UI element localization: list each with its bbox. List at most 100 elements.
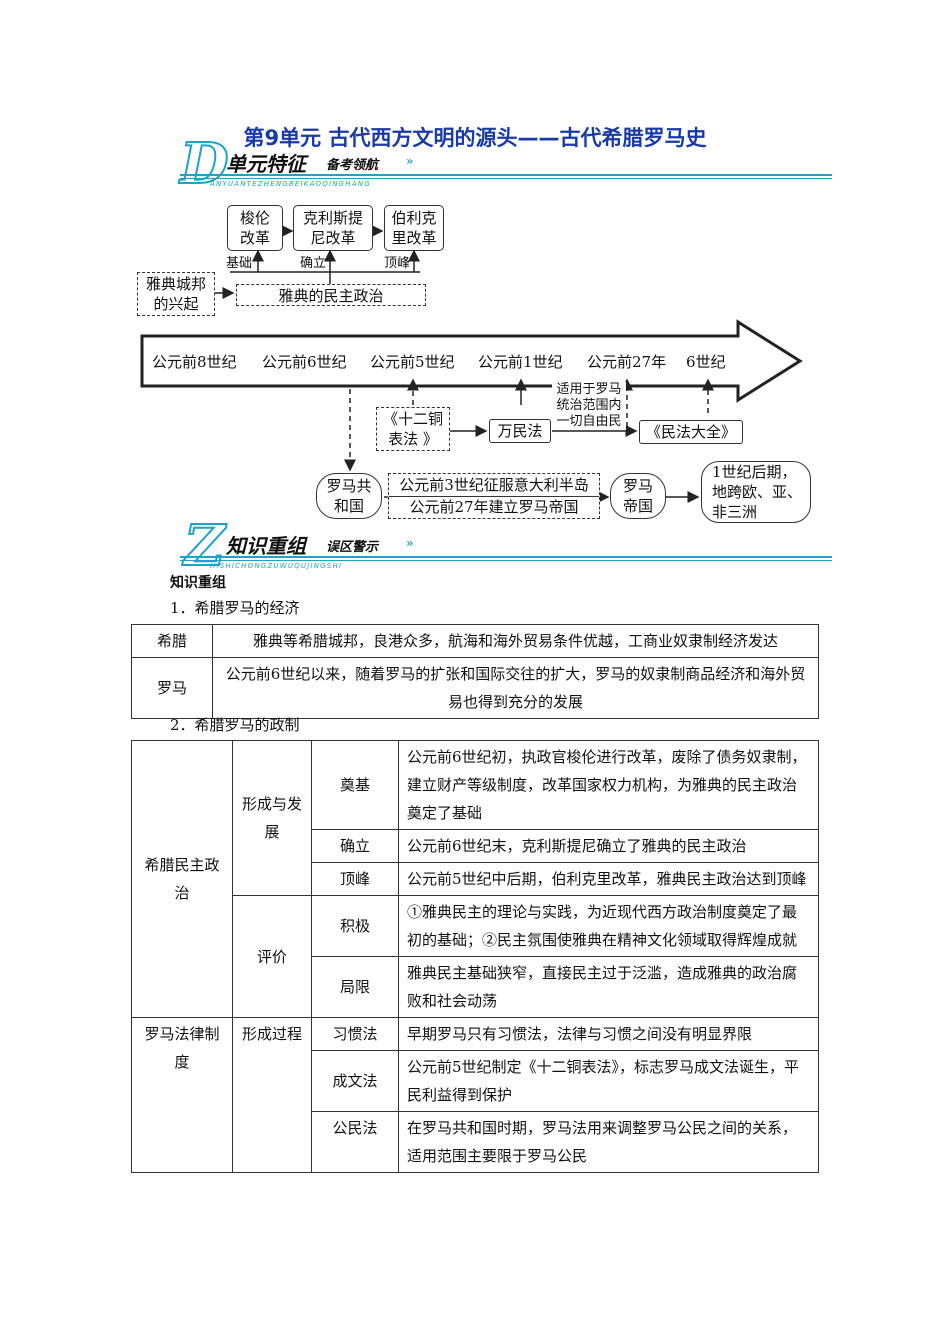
label-establish: 确立 bbox=[300, 256, 327, 271]
event-line: 公元前3世纪征服意大利半岛 bbox=[389, 475, 599, 497]
jus-gentium-label: 万民法 bbox=[497, 422, 543, 440]
timeline-label: 公元前27年 bbox=[587, 353, 667, 371]
reform-box-pericles: 伯利克里改革 bbox=[384, 205, 444, 251]
reform-box-solon: 梭伦改革 bbox=[227, 205, 283, 251]
item-key: 积极 bbox=[311, 895, 399, 957]
category-greek: 希腊民主政治 bbox=[131, 740, 233, 1018]
page-title: 第9单元 古代西方文明的源头——古代希腊罗马史 bbox=[243, 126, 707, 150]
banner-title: 知识重组 bbox=[226, 534, 306, 558]
jus-gentium-note: 适用于罗马 统治范围内 一切自由民 bbox=[552, 382, 626, 430]
label-foundation: 基础 bbox=[226, 256, 253, 271]
timeline-label: 公元前5世纪 bbox=[370, 353, 455, 371]
section-title: 知识重组 bbox=[170, 575, 226, 591]
table-row: 希腊 雅典等希腊城邦，良港众多，航海和海外贸易条件优越，工商业奴隶制经济发达 bbox=[131, 624, 819, 658]
banner-title: 单元特征 bbox=[226, 152, 306, 176]
box-empire-extent: 1世纪后期， 地跨欧、亚、非三洲 bbox=[701, 461, 811, 523]
banner-letter: Z bbox=[183, 513, 226, 579]
diagram-connectors bbox=[140, 225, 803, 503]
banner-pinyin: HISHICHONGZUWUQUJINGSHI bbox=[210, 562, 343, 570]
category-roman: 罗马法律制度 bbox=[131, 1017, 233, 1173]
table-row: 确立 公元前6世纪末，克利斯提尼确立了雅典的民主政治 bbox=[132, 829, 819, 863]
box-athens-rise: 雅典城邦的兴起 bbox=[137, 272, 215, 316]
item-key: 奠基 bbox=[311, 740, 399, 830]
extent-line: 非三洲 bbox=[712, 503, 758, 521]
item-value: 早期罗马只有习惯法，法律与习惯之间没有明显界限 bbox=[398, 1017, 819, 1051]
banner-letter: D bbox=[179, 131, 230, 197]
label-peak: 顶峰 bbox=[384, 256, 411, 271]
section-banner-knowledge: Z 知识重组 误区警示 » HISHICHONGZUWUQUJINGSHI bbox=[180, 517, 832, 575]
twelve-tables-line: 表法 》 bbox=[388, 430, 438, 448]
economy-heading: 1．希腊罗马的经济 bbox=[170, 599, 300, 617]
note-line: 一切自由民 bbox=[556, 414, 622, 429]
row-name: 希腊 bbox=[131, 624, 213, 658]
politics-heading: 2．希腊罗马的政制 bbox=[170, 716, 300, 734]
item-key: 公民法 bbox=[311, 1111, 399, 1173]
box-jus-gentium: 万民法 bbox=[489, 419, 551, 443]
subcategory-formation: 形成与发展 bbox=[232, 740, 312, 896]
event-line: 公元前27年建立罗马帝国 bbox=[409, 497, 579, 516]
banner-rule bbox=[180, 560, 832, 561]
item-key: 局限 bbox=[311, 956, 399, 1018]
banner-rule bbox=[180, 174, 832, 176]
table-row: 罗马 公元前6世纪以来，随着罗马的扩张和国际交往的扩大，罗马的奴隶制商品经济和海… bbox=[131, 657, 819, 719]
table-row: 希腊民主政治 形成与发展 奠基 公元前6世纪初，执政官梭伦进行改革，废除了债务奴… bbox=[131, 740, 819, 1018]
politics-table: 希腊民主政治 形成与发展 奠基 公元前6世纪初，执政官梭伦进行改革，废除了债务奴… bbox=[131, 740, 819, 1173]
table-row: 公民法 在罗马共和国时期，罗马法用来调整罗马公民之间的关系，适用范围主要限于罗马… bbox=[132, 1111, 819, 1173]
subcategory-evaluation: 评价 bbox=[232, 895, 312, 1018]
table-row: 罗马法律制度 形成过程 习惯法 早期罗马只有习惯法，法律与习惯之间没有明显界限 bbox=[131, 1017, 819, 1173]
note-line: 适用于罗马 bbox=[556, 382, 622, 397]
economy-table: 希腊 雅典等希腊城邦，良港众多，航海和海外贸易条件优越，工商业奴隶制经济发达 罗… bbox=[131, 624, 819, 719]
timeline-label: 6世纪 bbox=[686, 353, 726, 371]
empire-line: 帝国 bbox=[622, 497, 653, 515]
banner-subtitle: 备考领航 bbox=[326, 158, 379, 173]
empire-line: 罗马 bbox=[622, 477, 653, 495]
item-value: 公元前6世纪初，执政官梭伦进行改革，废除了债务奴隶制，建立财产等级制度，改革国家… bbox=[398, 740, 819, 830]
reform-line: 里改革 bbox=[391, 229, 437, 247]
table-row: 局限 雅典民主基础狭窄，直接民主过于泛滥，造成雅典的政治腐败和社会动荡 bbox=[132, 956, 819, 1018]
reform-line: 伯利克 bbox=[391, 209, 437, 227]
timeline-label: 公元前1世纪 bbox=[478, 353, 563, 371]
corpus-label: 《民法大全》 bbox=[645, 423, 736, 441]
table-row: 顶峰 公元前5世纪中后期，伯利克里改革，雅典民主政治达到顶峰 bbox=[132, 862, 819, 896]
democracy-label: 雅典的民主政治 bbox=[278, 286, 384, 305]
row-text: 雅典等希腊城邦，良港众多，航海和海外贸易条件优越，工商业奴隶制经济发达 bbox=[212, 624, 819, 658]
row-text: 公元前6世纪以来，随着罗马的扩张和国际交往的扩大，罗马的奴隶制商品经济和海外贸易… bbox=[212, 657, 819, 719]
extent-line: 地跨欧、亚、 bbox=[712, 483, 803, 501]
item-value: 在罗马共和国时期，罗马法用来调整罗马公民之间的关系，适用范围主要限于罗马公民 bbox=[398, 1111, 819, 1173]
table-row: 评价 积极 ①雅典民主的理论与实践，为近现代西方政治制度奠定了最初的基础；②民主… bbox=[132, 895, 819, 1018]
item-key: 确立 bbox=[311, 829, 399, 863]
table-row: 成文法 公元前5世纪制定《十二铜表法》，标志罗马成文法诞生，平民利益得到保护 bbox=[132, 1050, 819, 1112]
chevron-icon: » bbox=[406, 536, 414, 550]
item-key: 顶峰 bbox=[311, 862, 399, 896]
box-athens-democracy: 雅典的民主政治 bbox=[236, 284, 426, 306]
extent-line: 1世纪后期， bbox=[712, 463, 797, 481]
rise-line: 雅典城邦 bbox=[145, 275, 206, 293]
subcategory-process: 形成过程 bbox=[232, 1017, 312, 1173]
item-value: ①雅典民主的理论与实践，为近现代西方政治制度奠定了最初的基础；②民主氛围使雅典在… bbox=[398, 895, 819, 957]
republic-line: 和国 bbox=[333, 497, 364, 515]
republic-line: 罗马共 bbox=[326, 477, 372, 495]
reform-line: 克利斯提 bbox=[302, 209, 363, 227]
box-twelve-tables: 《十二铜表法 》 bbox=[376, 407, 450, 451]
reform-line: 改革 bbox=[239, 229, 270, 247]
item-value: 公元前6世纪末，克利斯提尼确立了雅典的民主政治 bbox=[398, 829, 819, 863]
rise-line: 的兴起 bbox=[153, 295, 199, 313]
item-key: 成文法 bbox=[311, 1050, 399, 1112]
reform-box-cleisthenes: 克利斯提尼改革 bbox=[293, 205, 373, 251]
item-value: 雅典民主基础狭窄，直接民主过于泛滥，造成雅典的政治腐败和社会动荡 bbox=[398, 956, 819, 1018]
box-republic-events: 公元前3世纪征服意大利半岛 公元前27年建立罗马帝国 bbox=[388, 473, 600, 519]
banner-subtitle: 误区警示 bbox=[326, 540, 379, 555]
reform-line: 梭伦 bbox=[239, 209, 270, 227]
section-banner-unit-features: D 单元特征 备考领航 » ANYUANTEZHENGBEIKAOQINGHAN… bbox=[179, 135, 832, 193]
item-key: 习惯法 bbox=[311, 1017, 399, 1051]
timeline-diagram: 梭伦改革 克利斯提尼改革 伯利克里改革 基础 确立 顶峰 雅典城邦的兴起 雅典的… bbox=[0, 195, 950, 535]
box-corpus-juris: 《民法大全》 bbox=[639, 420, 743, 444]
banner-rule bbox=[180, 178, 832, 179]
item-value: 公元前5世纪中后期，伯利克里改革，雅典民主政治达到顶峰 bbox=[398, 862, 819, 896]
chevron-icon: » bbox=[406, 154, 414, 168]
banner-rule bbox=[180, 556, 832, 558]
row-name: 罗马 bbox=[131, 657, 213, 719]
timeline-label: 公元前8世纪 bbox=[152, 353, 237, 371]
note-line: 统治范围内 bbox=[556, 398, 622, 413]
reform-line: 尼改革 bbox=[310, 229, 356, 247]
